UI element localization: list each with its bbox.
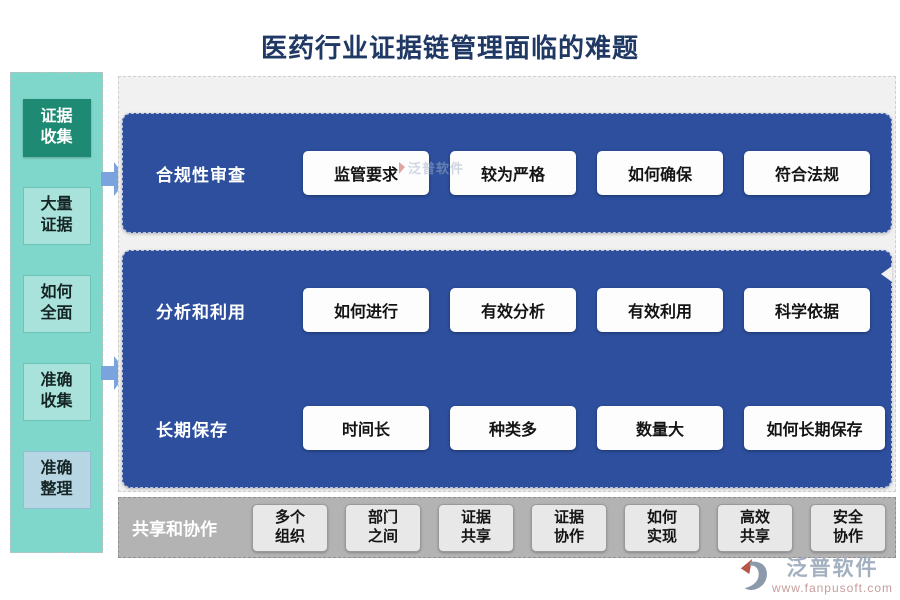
chip-effective-usage: 有效利用 [597,288,723,332]
chip-multiple-organizations: 多个 组织 [252,503,328,552]
chip-rather-strict: 较为严格 [450,151,576,195]
sharing-chips: 多个 组织 部门 之间 证据 共享 证据 协作 如何 实现 高效 共享 安全 协… [252,503,886,552]
brand-logo: 泛普软件 www.fanpusoft.com [738,557,893,595]
storage-row: 长期保存 时间长 种类多 数量大 如何长期保存 [123,369,891,487]
sidebar-item-how-comprehensive: 如何 全面 [22,275,91,333]
chip-long-time: 时间长 [303,406,429,450]
chip-how-longterm-store: 如何长期保存 [744,406,885,450]
chip-conform-to-regulations: 符合法规 [744,151,870,195]
section-label-compliance: 合规性审查 [156,165,246,185]
chip-scientific-basis: 科学依据 [744,288,870,332]
analysis-row: 分析和利用 如何进行 有效分析 有效利用 科学依据 [123,251,891,369]
chip-large-quantity: 数量大 [597,406,723,450]
section-analysis-and-storage: 分析和利用 如何进行 有效分析 有效利用 科学依据 长期保存 时间长 种类多 数… [122,250,892,488]
section-label-analysis: 分析和利用 [156,302,246,322]
section-sharing-collaboration: 共享和协作 多个 组织 部门 之间 证据 共享 证据 协作 如何 实现 高效 共… [118,497,896,558]
chip-how-to-achieve: 如何 实现 [624,503,700,552]
sidebar-evidence-chain: 证据 收集 大量 证据 如何 全面 准确 收集 准确 整理 [10,72,103,553]
chip-effective-analysis: 有效分析 [450,288,576,332]
chip-regulatory-requirements: 监管要求 [303,151,429,195]
panel-notch-decoration [881,266,892,282]
storage-chips: 时间长 种类多 数量大 如何长期保存 [303,406,885,450]
section-label-sharing: 共享和协作 [132,520,217,539]
page-title: 医药行业证据链管理面临的难题 [260,33,639,63]
chip-efficient-sharing: 高效 共享 [717,503,793,552]
compliance-chips: 监管要求 较为严格 如何确保 符合法规 [303,151,870,195]
sidebar-item-evidence-collection: 证据 收集 [22,99,91,157]
sidebar-item-accurate-collection: 准确 收集 [22,363,91,421]
sidebar-item-accurate-organizing: 准确 整理 [22,451,91,509]
sidebar-item-massive-evidence: 大量 证据 [22,187,91,245]
chip-evidence-sharing: 证据 共享 [438,503,514,552]
section-label-storage: 长期保存 [156,420,228,440]
brand-name: 泛普软件 [786,556,879,580]
brand-url: www.fanpusoft.com [771,581,893,595]
chip-secure-collaboration: 安全 协作 [810,503,886,552]
brand-text-block: 泛普软件 www.fanpusoft.com [772,557,893,595]
chip-evidence-collaboration: 证据 协作 [531,503,607,552]
chip-between-departments: 部门 之间 [345,503,421,552]
chip-how-to-conduct: 如何进行 [303,288,429,332]
section-compliance-review: 合规性审查 监管要求 较为严格 如何确保 符合法规 泛普软件 [122,113,892,233]
chip-many-types: 种类多 [450,406,576,450]
analysis-chips: 如何进行 有效分析 有效利用 科学依据 [303,288,870,332]
fanpu-logo-icon [740,558,767,590]
compliance-row: 合规性审查 监管要求 较为严格 如何确保 符合法规 [123,114,891,232]
chip-how-to-ensure: 如何确保 [597,151,723,195]
